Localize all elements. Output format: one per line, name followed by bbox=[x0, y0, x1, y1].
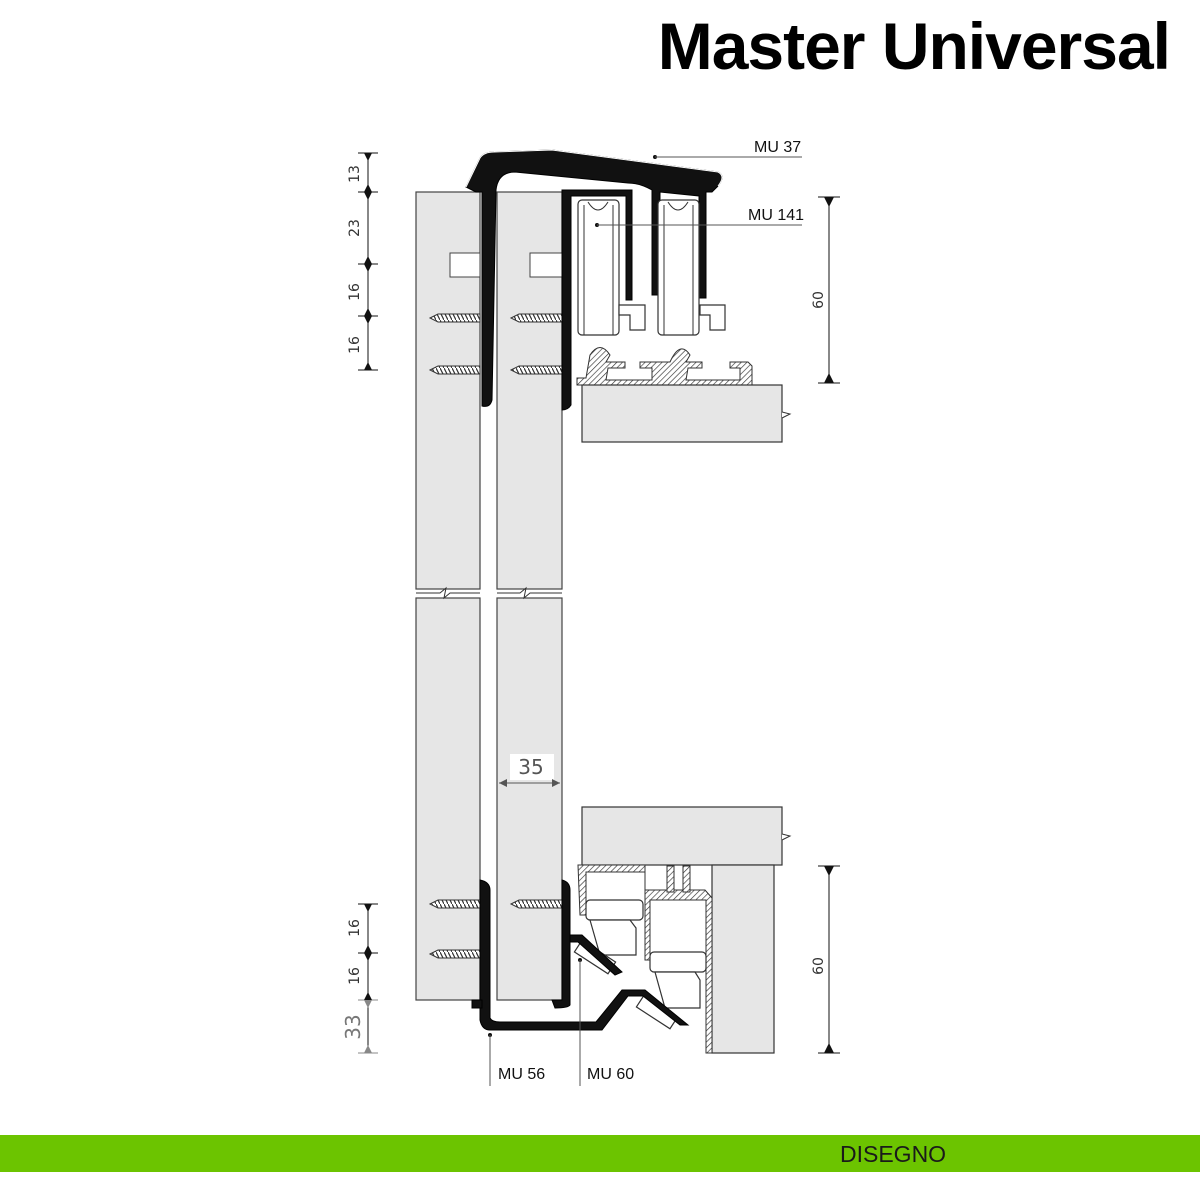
svg-text:16: 16 bbox=[347, 336, 363, 354]
floor-block bbox=[581, 806, 792, 1054]
svg-text:60: 60 bbox=[811, 291, 827, 309]
svg-text:60: 60 bbox=[811, 957, 827, 975]
screws bbox=[428, 313, 563, 959]
screw-icon bbox=[428, 949, 481, 959]
svg-text:MU 56: MU 56 bbox=[498, 1066, 545, 1083]
screw-icon bbox=[509, 313, 563, 323]
footer-bar: DISEGNO bbox=[0, 1135, 1200, 1172]
svg-text:16: 16 bbox=[347, 283, 363, 301]
label-mu60: MU 60 bbox=[578, 958, 634, 1086]
svg-text:MU 141: MU 141 bbox=[748, 207, 804, 224]
svg-text:16: 16 bbox=[347, 967, 363, 985]
label-mu37: MU 37 bbox=[653, 139, 802, 159]
runner-roller bbox=[649, 951, 707, 973]
ceiling-block bbox=[581, 384, 792, 443]
panel-slot bbox=[529, 252, 563, 278]
left-dimension-chain-bottom: 16 16 33 bbox=[341, 903, 378, 1054]
door-panel-inner bbox=[496, 191, 563, 1001]
svg-text:16: 16 bbox=[347, 919, 363, 937]
page-title: Master Universal bbox=[657, 9, 1171, 83]
svg-text:35: 35 bbox=[518, 755, 543, 779]
footer-label: DISEGNO bbox=[840, 1141, 947, 1167]
label-mu56: MU 56 bbox=[488, 1033, 545, 1086]
right-dimension-top: 60 bbox=[811, 196, 840, 384]
svg-text:MU 60: MU 60 bbox=[587, 1066, 634, 1083]
screw-icon bbox=[428, 313, 481, 323]
right-dimension-bottom: 60 bbox=[811, 865, 840, 1054]
screw-icon bbox=[428, 899, 481, 909]
screw-icon bbox=[509, 899, 563, 909]
screw-icon bbox=[428, 365, 481, 375]
label-mu141: MU 141 bbox=[595, 207, 804, 227]
wheel-left bbox=[577, 199, 620, 336]
svg-text:23: 23 bbox=[347, 219, 363, 237]
wheel-right bbox=[657, 199, 700, 336]
carriage-profile bbox=[561, 189, 633, 411]
bottom-guide-profile bbox=[479, 879, 690, 1031]
bottom-runner-housing bbox=[577, 864, 713, 1054]
runner-roller bbox=[585, 899, 644, 921]
svg-text:13: 13 bbox=[347, 165, 363, 183]
svg-text:33: 33 bbox=[341, 1014, 365, 1039]
panel-thickness-dimension: 35 bbox=[499, 754, 560, 787]
left-dimension-chain-top: 13 23 16 16 bbox=[347, 152, 378, 371]
door-panel-outer bbox=[415, 191, 481, 1001]
panel-slot bbox=[449, 252, 481, 278]
screw-icon bbox=[509, 365, 563, 375]
top-rail bbox=[576, 347, 753, 386]
svg-text:MU 37: MU 37 bbox=[754, 139, 801, 156]
